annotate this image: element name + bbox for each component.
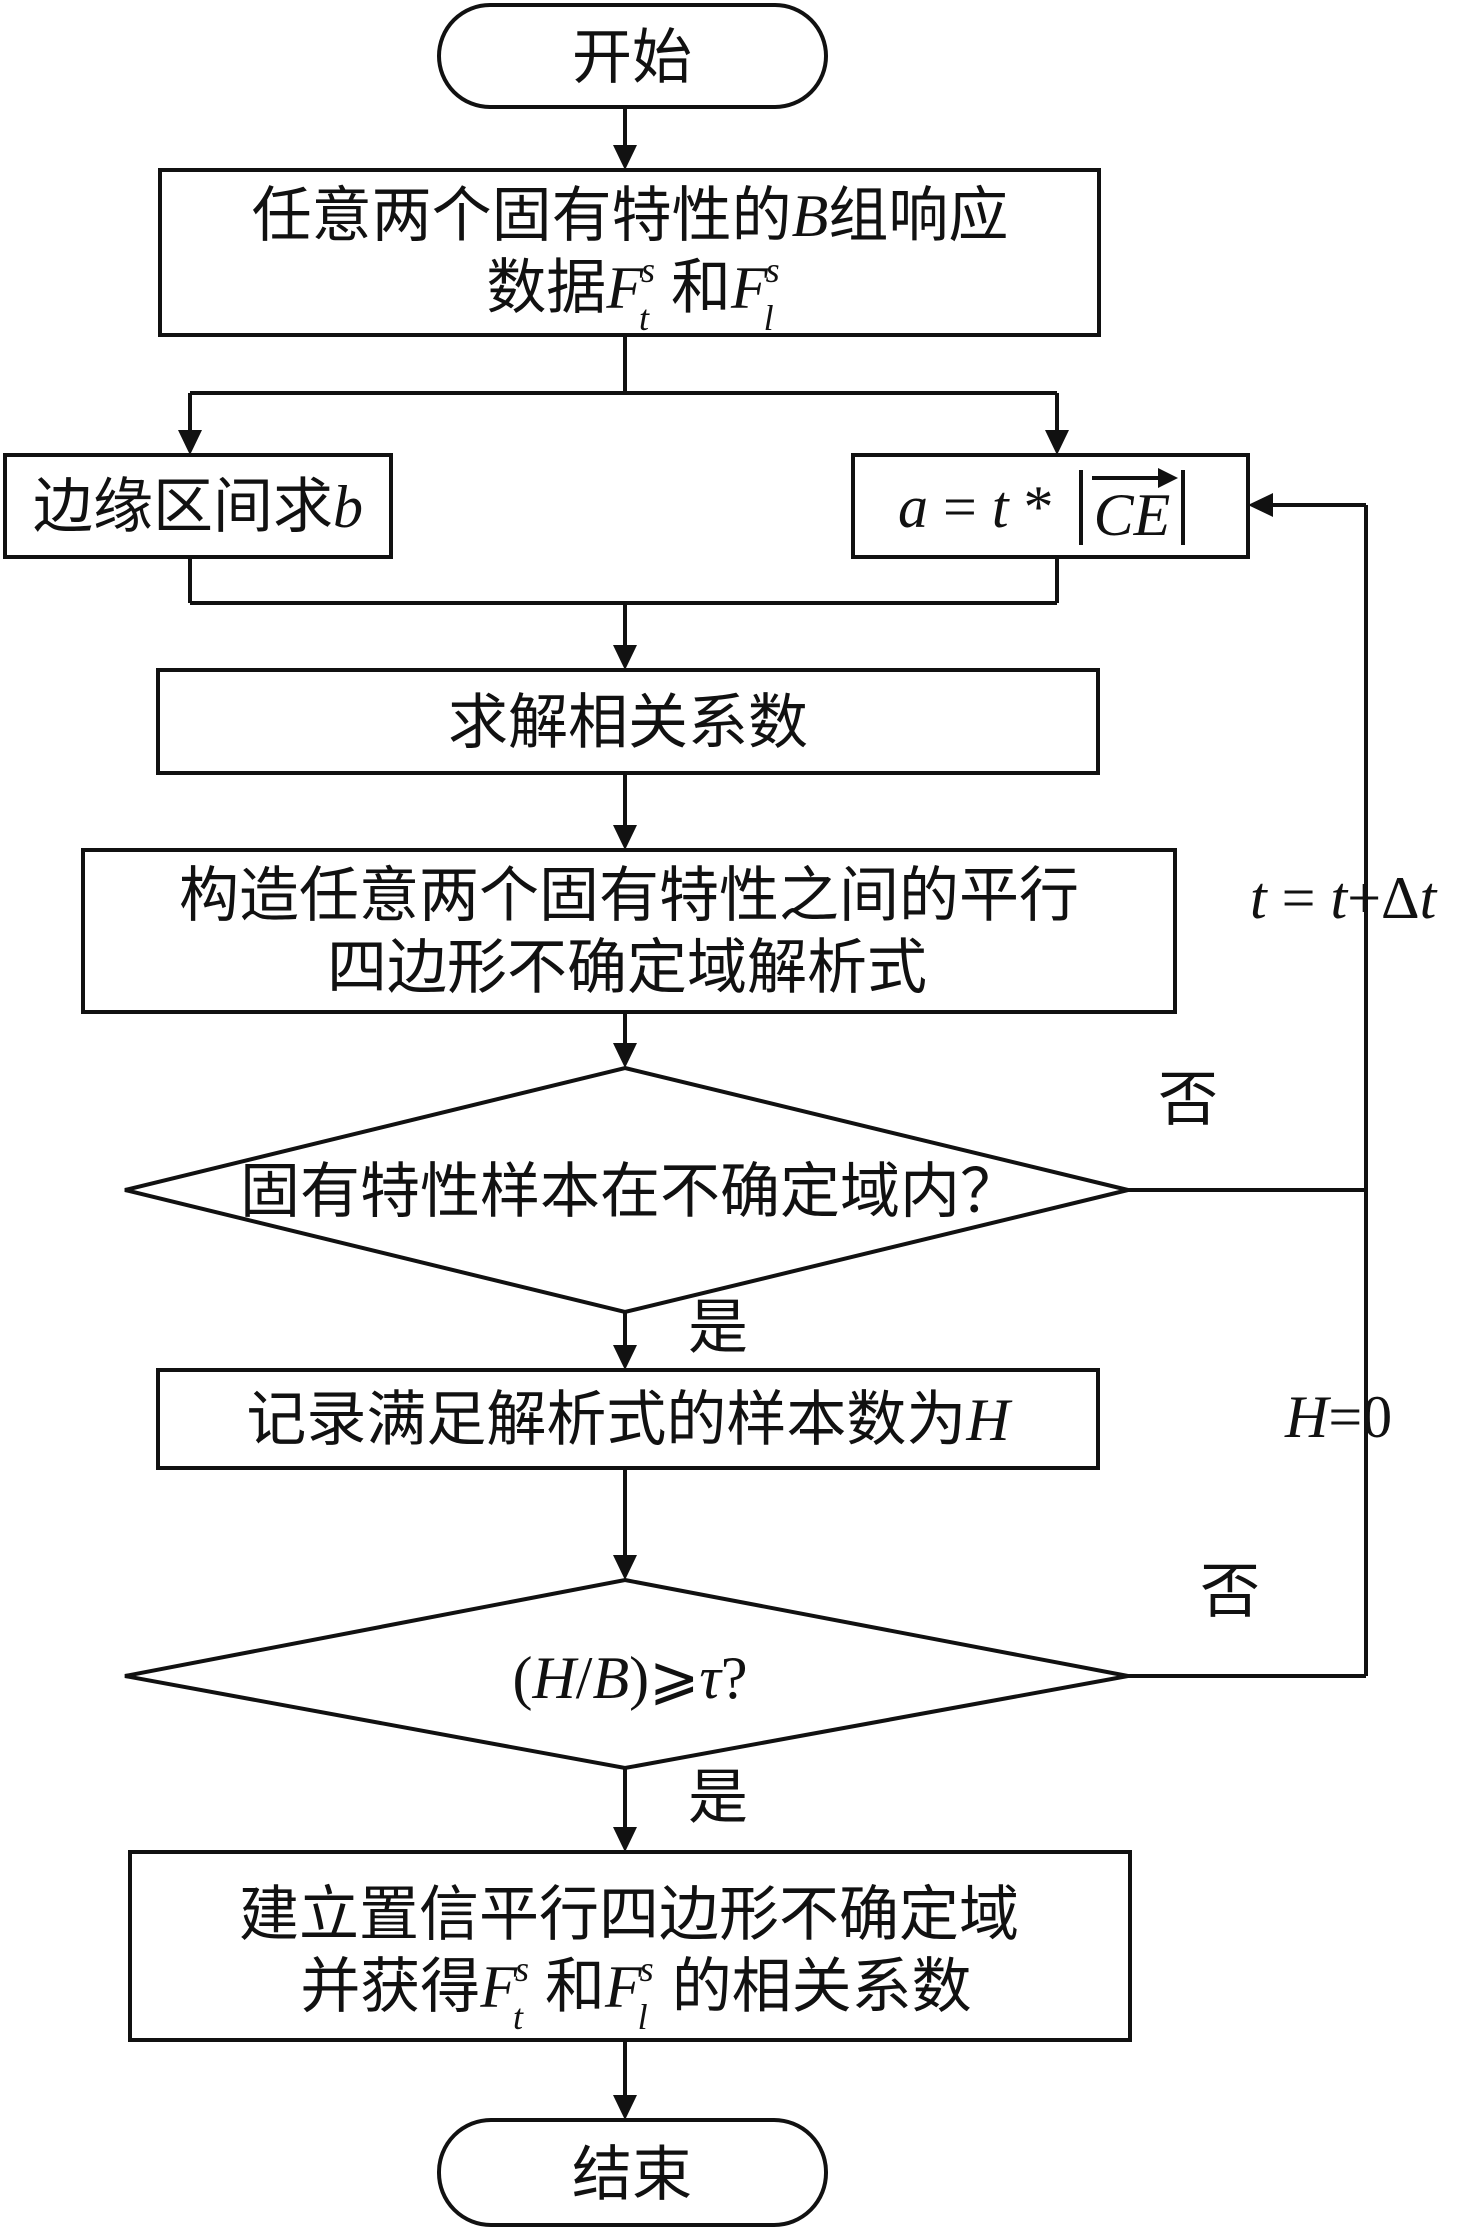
- start-terminal: 开始: [437, 3, 828, 109]
- yes-label-1: 是: [688, 1293, 748, 1363]
- no-label-1: 否: [1158, 1065, 1218, 1135]
- end-terminal: 结束: [437, 2118, 828, 2227]
- h-zero-label: H=0: [1284, 1384, 1392, 1450]
- decision-sample-in-domain: 固有特性样本在不确定域内？: [124, 1065, 1129, 1315]
- vector-arrow-head: [1158, 468, 1178, 488]
- start-label: 开始: [572, 23, 692, 93]
- construct-line2: 四边形不确定域解析式: [327, 933, 927, 1003]
- a-formula-box: a = t * CE: [851, 453, 1250, 559]
- yes-label-2: 是: [688, 1763, 748, 1833]
- loop-increment-label: t = t+Δt: [1250, 865, 1438, 931]
- record-count-box: 记录满足解析式的样本数为H: [156, 1368, 1100, 1470]
- vector-ce: CE: [1094, 482, 1171, 548]
- connectors: [178, 107, 1368, 2120]
- record-count-label: 记录满足解析式的样本数为H: [246, 1385, 1013, 1455]
- end-label: 结束: [572, 2140, 692, 2210]
- margin-interval-box: 边缘区间求b: [3, 453, 393, 559]
- decision1-label: 固有特性样本在不确定域内？: [240, 1157, 1020, 1227]
- input-box-line1: 任意两个固有特性的B组响应: [252, 181, 1009, 251]
- decision-ratio-threshold: (H/B)⩾τ?: [124, 1577, 1129, 1771]
- solve-correlation-label: 求解相关系数: [448, 688, 808, 758]
- no-label-2: 否: [1200, 1557, 1260, 1627]
- build-line1: 建立置信平行四边形不确定域: [239, 1880, 1019, 1950]
- construct-domain-box: 构造任意两个固有特性之间的平行 四边形不确定域解析式: [81, 848, 1177, 1014]
- decision2-label: (H/B)⩾τ?: [512, 1645, 747, 1711]
- solve-correlation-box: 求解相关系数: [156, 668, 1100, 775]
- a-formula-text: a = t *: [898, 474, 1054, 540]
- margin-interval-label: 边缘区间求b: [33, 472, 363, 542]
- construct-line1: 构造任意两个固有特性之间的平行: [179, 861, 1079, 931]
